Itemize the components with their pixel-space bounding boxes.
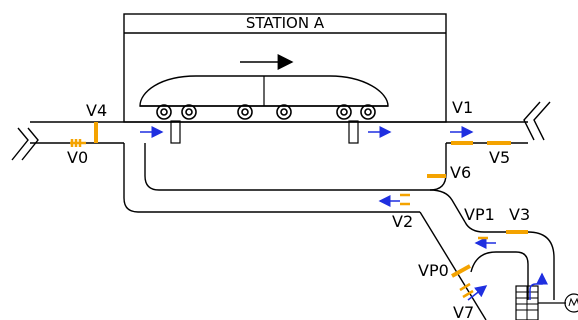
label-V6: V6	[450, 163, 471, 182]
support-right	[348, 120, 359, 144]
label-V5: V5	[489, 148, 510, 167]
label-V2: V2	[392, 212, 413, 231]
bypass-duct	[123, 143, 555, 320]
label-V1: V1	[452, 98, 473, 117]
valve-V7	[459, 282, 471, 292]
label-V3: V3	[509, 205, 530, 224]
station-title: STATION A	[246, 14, 325, 32]
label-V7: V7	[453, 303, 474, 320]
label-V4: V4	[86, 101, 107, 120]
valves	[70, 122, 528, 299]
label-V0: V0	[67, 148, 88, 167]
valve-labels: V4 V0 V1 V5 V6 V2 VP1 V3 VP0 V7	[67, 98, 530, 320]
support-left	[170, 120, 181, 144]
train-icon	[139, 54, 389, 120]
label-VP1: VP1	[464, 205, 495, 224]
valve-VP0	[451, 264, 471, 278]
label-VP0: VP0	[418, 261, 449, 280]
motor-fan-icon	[515, 285, 578, 320]
flow-arrows	[140, 126, 548, 301]
